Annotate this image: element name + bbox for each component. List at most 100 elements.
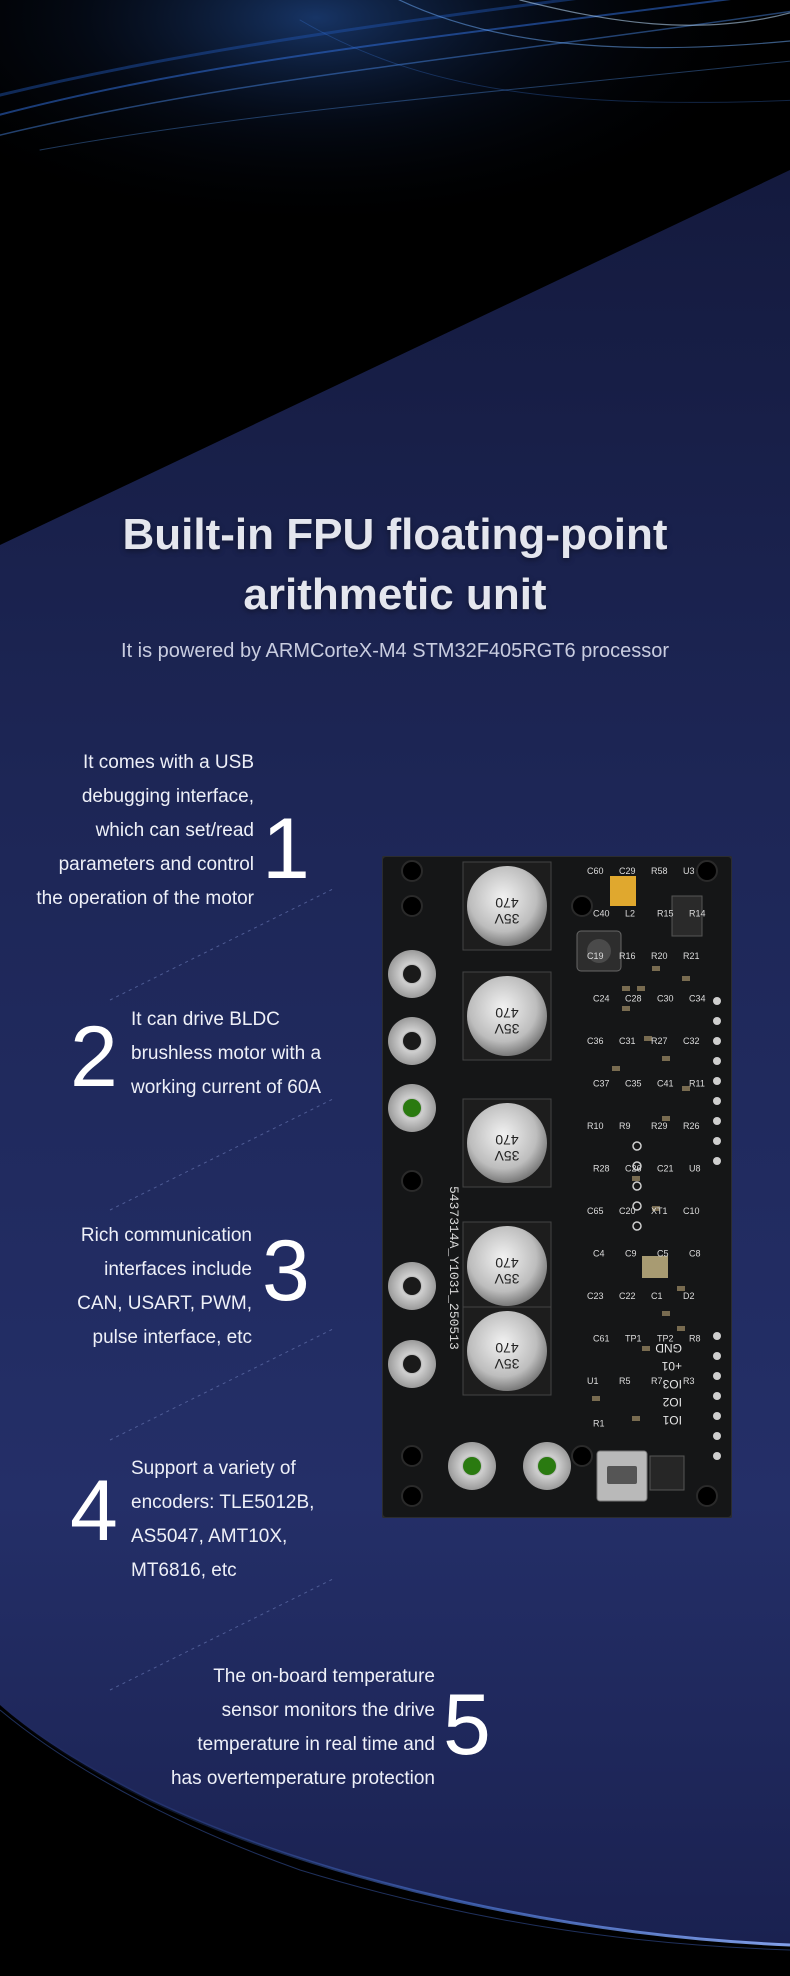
feature-3-line: CAN, USART, PWM, [77,1293,252,1314]
feature-1-text: It comes with a USB debugging interface,… [0,746,254,916]
component-label: U3 [683,866,695,876]
component-label: C19 [587,951,604,961]
pin-label: IO1 [662,1413,682,1427]
silkscreen-serial: 5437314A_Y1031_250513 [446,1186,461,1350]
component-label: R15 [657,909,674,919]
capacitors: 35V 470 35V 470 35V 470 35V 470 [462,861,552,1396]
pin-labels: GND +01 IO3 IO2 IO1 [655,1341,682,1427]
component-label: D2 [683,1291,695,1301]
component-label: R20 [651,951,668,961]
feature-5-number: 5 [443,1677,491,1773]
phase-pads [388,950,571,1490]
feature-5-line: temperature in real time and [197,1734,435,1755]
feature-5-line: The on-board temperature [213,1666,435,1687]
component-label: C61 [593,1334,610,1344]
component-label: C35 [625,1079,642,1089]
feature-2-text: It can drive BLDC brushless motor with a… [131,1003,371,1105]
component-label: C4 [593,1249,605,1259]
component-label: L2 [625,909,635,919]
component-label: C32 [683,1036,700,1046]
component-label: C28 [625,994,642,1004]
component-label: U8 [689,1164,701,1174]
feature-5-line: has overtemperature protection [170,1768,435,1789]
feature-1-line: It comes with a USB [82,752,254,773]
feature-2-line: working current of 60A [131,1077,322,1098]
header-pins [713,997,721,1460]
feature-4-line: MT6816, etc [131,1560,237,1581]
component-label: C22 [619,1291,636,1301]
component-label: C36 [587,1036,604,1046]
component-label: R10 [587,1121,604,1131]
component-label: R7 [651,1376,663,1386]
light-streaks [0,0,790,151]
feature-4-line: AS5047, AMT10X, [131,1526,288,1547]
feature-4-text: Support a variety of encoders: TLE5012B,… [131,1452,371,1588]
component-label: C65 [587,1206,604,1216]
feature-3-line: pulse interface, etc [92,1327,252,1348]
feature-4-line: Support a variety of [131,1458,296,1479]
component-label: C1 [651,1291,663,1301]
tantalum-capacitor [610,876,636,906]
feature-5-text: The on-board temperature sensor monitors… [60,1660,435,1796]
feature-1-line: which can set/read [95,820,254,841]
component-label: R26 [683,1121,700,1131]
pin-label: +01 [661,1359,682,1373]
feature-4-number: 4 [70,1463,118,1559]
component-label: R1 [593,1419,605,1429]
feature-3-line: interfaces include [104,1259,252,1280]
feature-2-line: It can drive BLDC [131,1009,280,1030]
page-subtitle: It is powered by ARMCorteX-M4 STM32F405R… [121,640,669,662]
component-label: R28 [593,1164,610,1174]
component-label: C8 [689,1249,701,1259]
capacitor-value: 470 [495,895,519,911]
capacitor-value: 470 [495,1132,519,1148]
component-label: C5 [657,1249,669,1259]
component-label: XT1 [651,1206,668,1216]
feature-3-number: 3 [262,1223,310,1319]
crystal [642,1256,668,1278]
component-label: C31 [619,1036,636,1046]
capacitor-voltage: 35V [494,911,520,927]
regulator-chip [671,895,703,937]
title-line-2: arithmetic unit [243,570,547,619]
component-label: R5 [619,1376,631,1386]
component-label: C40 [593,909,610,919]
component-label: C26 [625,1164,642,1174]
feature-1-line: debugging interface, [81,786,254,807]
mcu-chip [649,1455,685,1491]
feature-2-line: brushless motor with a [131,1043,322,1064]
feature-2-number: 2 [70,1009,118,1105]
capacitor-voltage: 35V [494,1148,520,1164]
via-ring-column [632,1141,642,1231]
feature-3-line: Rich communication [80,1225,252,1246]
component-label: C24 [593,994,610,1004]
feature-1-line: the operation of the motor [36,888,254,909]
component-label: C41 [657,1079,674,1089]
component-label: R21 [683,951,700,961]
feature-3-text: Rich communication interfaces include CA… [0,1219,252,1355]
capacitor-value: 470 [495,1255,519,1271]
feature-5-line: sensor monitors the drive [221,1700,435,1721]
component-label: C37 [593,1079,610,1089]
component-label: C60 [587,866,604,876]
component-label: C23 [587,1291,604,1301]
component-label: R58 [651,866,668,876]
component-label: C29 [619,866,636,876]
component-label: R16 [619,951,636,961]
component-label: R29 [651,1121,668,1131]
capacitor-voltage: 35V [494,1356,520,1372]
component-label: TP2 [657,1334,674,1344]
component-label: C10 [683,1206,700,1216]
component-label: TP1 [625,1334,642,1344]
title-line-1: Built-in FPU floating-point [122,510,668,559]
feature-4-line: encoders: TLE5012B, [131,1492,315,1513]
component-label: C30 [657,994,674,1004]
component-label: C20 [619,1206,636,1216]
feature-1-number: 1 [262,801,310,897]
capacitor-voltage: 35V [494,1021,520,1037]
component-label: C9 [625,1249,637,1259]
component-label: C21 [657,1164,674,1174]
motor-driver-board: 35V 470 35V 470 35V 470 35V 470 [382,856,732,1518]
